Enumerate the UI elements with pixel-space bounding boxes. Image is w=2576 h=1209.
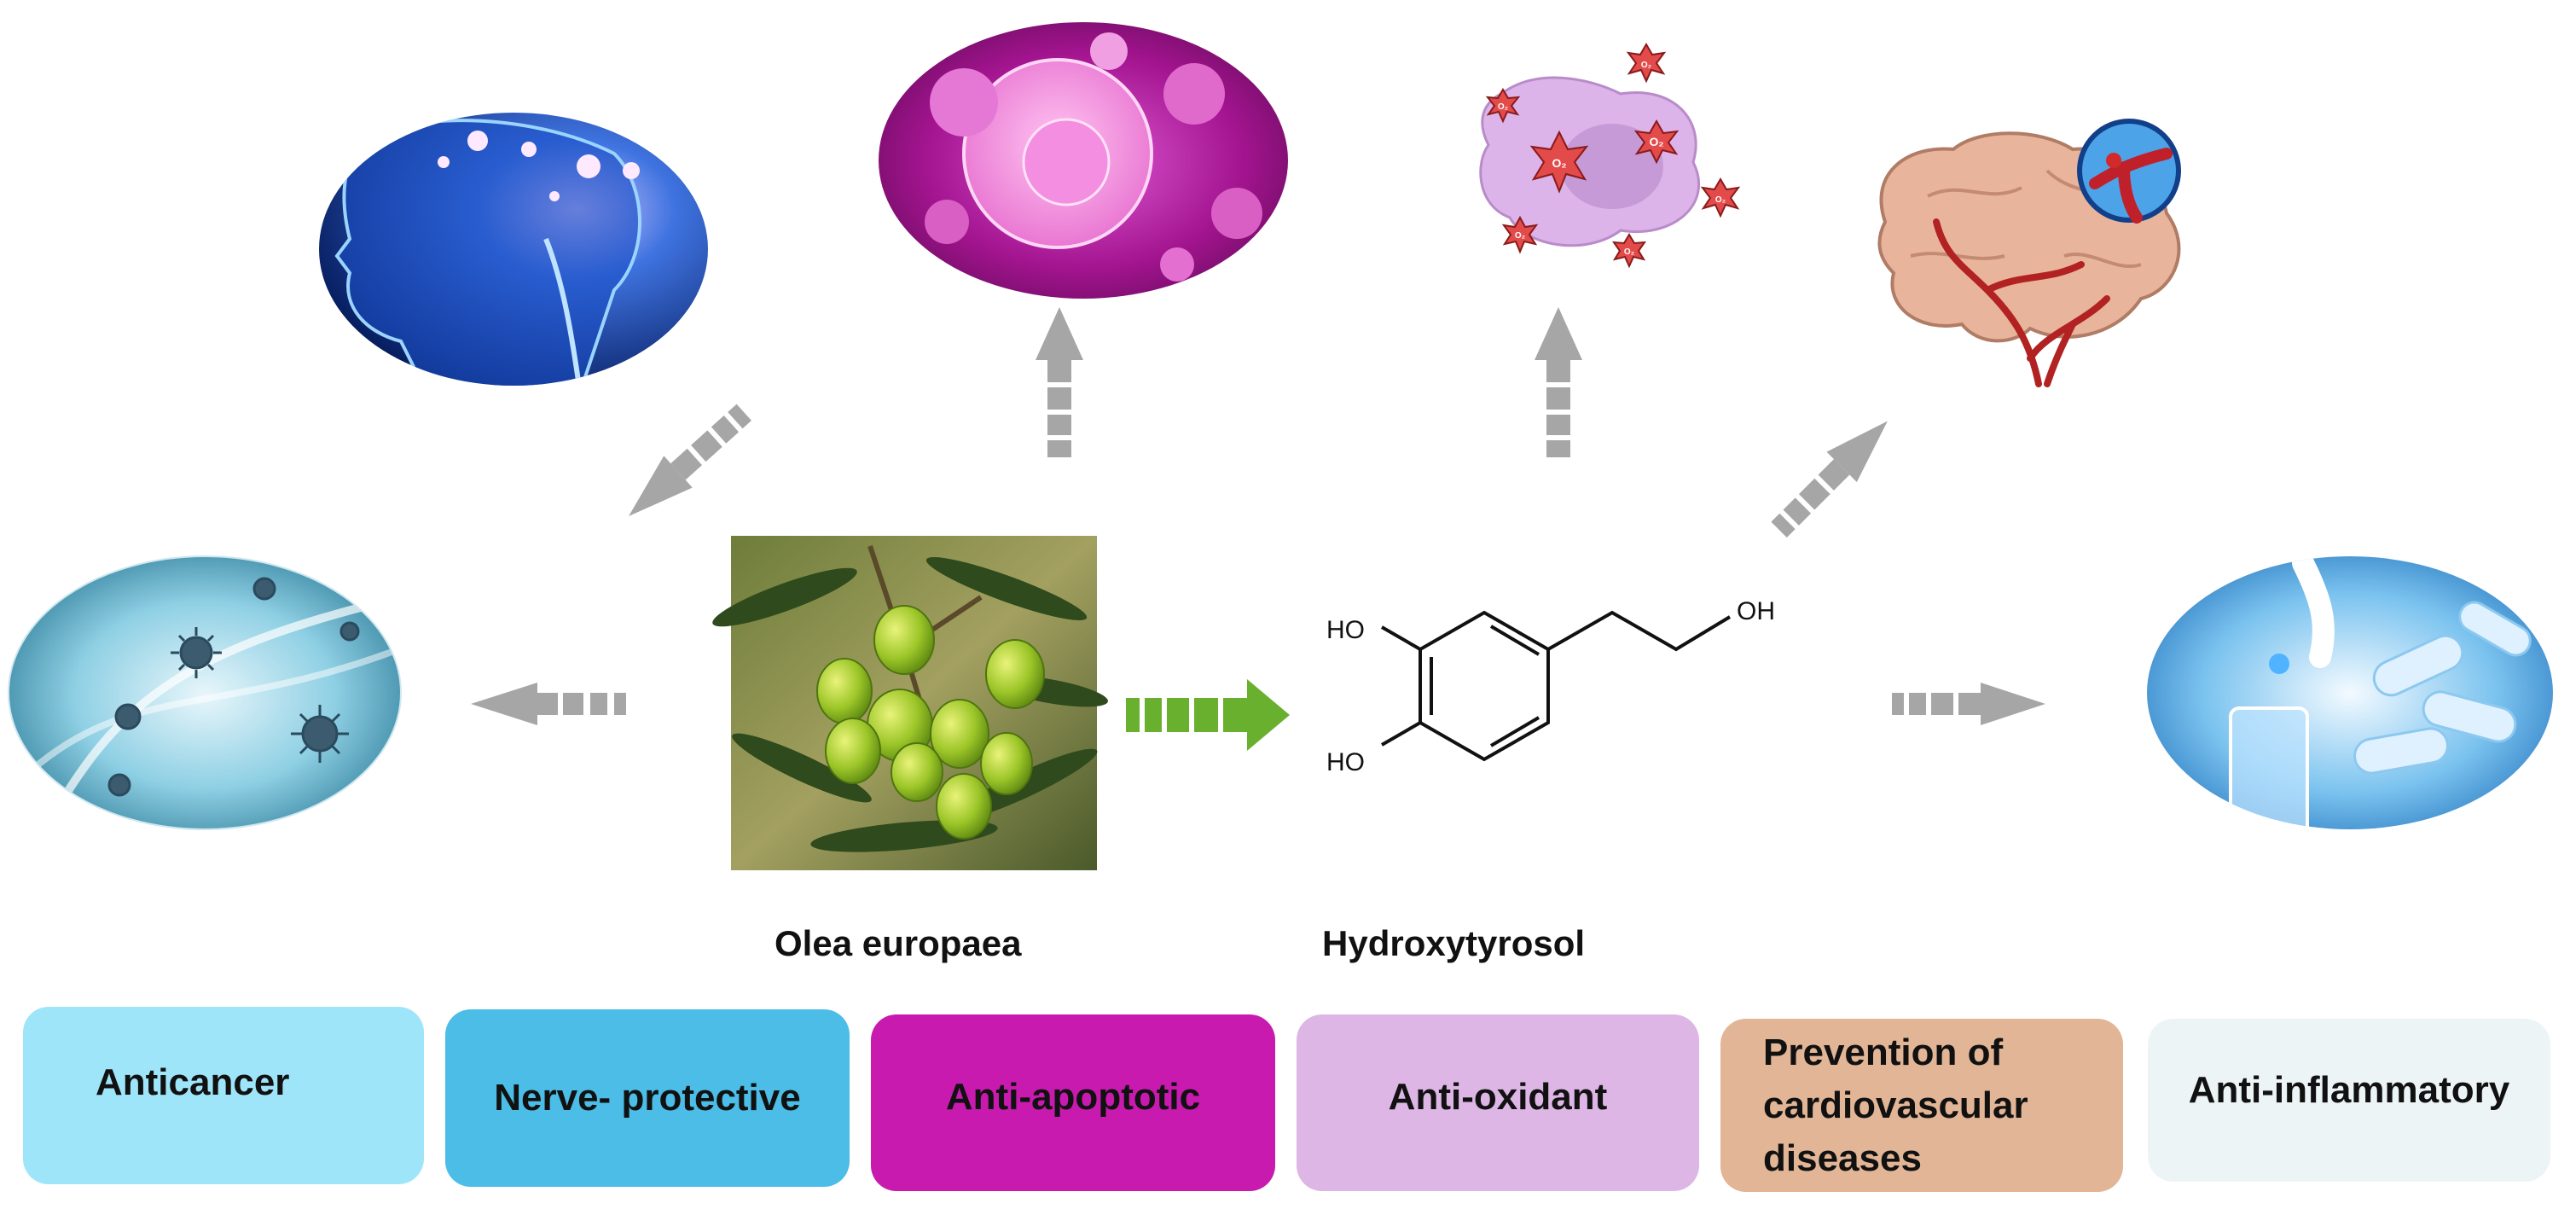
ros-particle (1633, 119, 1680, 165)
ros-label: O₂ (1552, 156, 1566, 170)
ros-particle (1529, 130, 1589, 194)
ros-label: O₂ (1515, 231, 1525, 241)
activity-box-anti-apoptotic: Anti-apoptotic (871, 1014, 1275, 1191)
ros-particle (1501, 215, 1539, 254)
activity-label-line: cardiovascular (1763, 1084, 2028, 1126)
cell-apoptosis-image (879, 22, 1288, 299)
molecule-oh-label: OH (1737, 597, 1775, 625)
oxidative-stress-cell-image (1479, 76, 1700, 247)
arrow-olive-to-hydroxytyrosol (1126, 679, 1290, 751)
arrow-to-nerve-protective (629, 404, 751, 517)
plant-label: Olea europaea (775, 923, 1022, 963)
compound-label: Hydroxytyrosol (1322, 923, 1586, 963)
arrow-to-anti-inflammatory (1892, 683, 2045, 725)
arrow-to-anti-oxidant (1535, 307, 1582, 457)
ros-label: O₂ (1624, 247, 1634, 257)
ros-particle (1611, 233, 1647, 269)
activity-label-line: Prevention of (1763, 1031, 2004, 1073)
activity-label: Anti-inflammatory (2188, 1068, 2510, 1111)
hydroxytyrosol-structure (1380, 610, 1732, 762)
ros-label: O₂ (1498, 102, 1508, 112)
activity-label: Anticancer (96, 1061, 290, 1103)
molecule-ho-upper-label: HO (1326, 616, 1365, 644)
activity-label-line: diseases (1763, 1136, 1922, 1179)
molecule-ho-lower-label: HO (1326, 748, 1365, 776)
ros-particle (1700, 177, 1741, 218)
activity-box-anti-oxidant: Anti-oxidant (1297, 1014, 1699, 1191)
olive-photo (712, 536, 1108, 870)
activity-box-anticancer: Anticancer (23, 1007, 424, 1184)
ros-particle (1626, 43, 1667, 84)
arrow-to-cardiovascular (1771, 421, 1888, 538)
activity-label: Anti-apoptotic (945, 1075, 1201, 1118)
dna-virus-image (9, 556, 401, 829)
ros-label: O₂ (1649, 135, 1663, 148)
ros-labels: O₂ O₂ O₂ O₂ O₂ O₂ O₂ (1498, 61, 1726, 257)
ros-particle-group (1485, 43, 1741, 269)
arrow-to-anti-apoptotic (1036, 307, 1083, 457)
activity-label: Anti-oxidant (1388, 1075, 1608, 1118)
activity-box-cardiovascular: Prevention of cardiovascular diseases (1720, 1019, 2123, 1192)
brain-vessels-image (1877, 119, 2181, 387)
pharma-lab-image (2147, 556, 2553, 829)
ros-label: O₂ (1715, 195, 1726, 205)
activity-box-nerve-protective: Nerve- protective (445, 1009, 850, 1187)
activity-label: Nerve- protective (494, 1077, 801, 1119)
arrow-to-anticancer (471, 683, 626, 725)
molecule-labels: OH HO HO (1326, 597, 1775, 776)
ros-label: O₂ (1641, 61, 1651, 70)
ros-particle (1485, 88, 1521, 124)
activity-box-anti-inflammatory: Anti-inflammatory (2148, 1019, 2550, 1182)
human-head-brain-image (319, 113, 708, 386)
